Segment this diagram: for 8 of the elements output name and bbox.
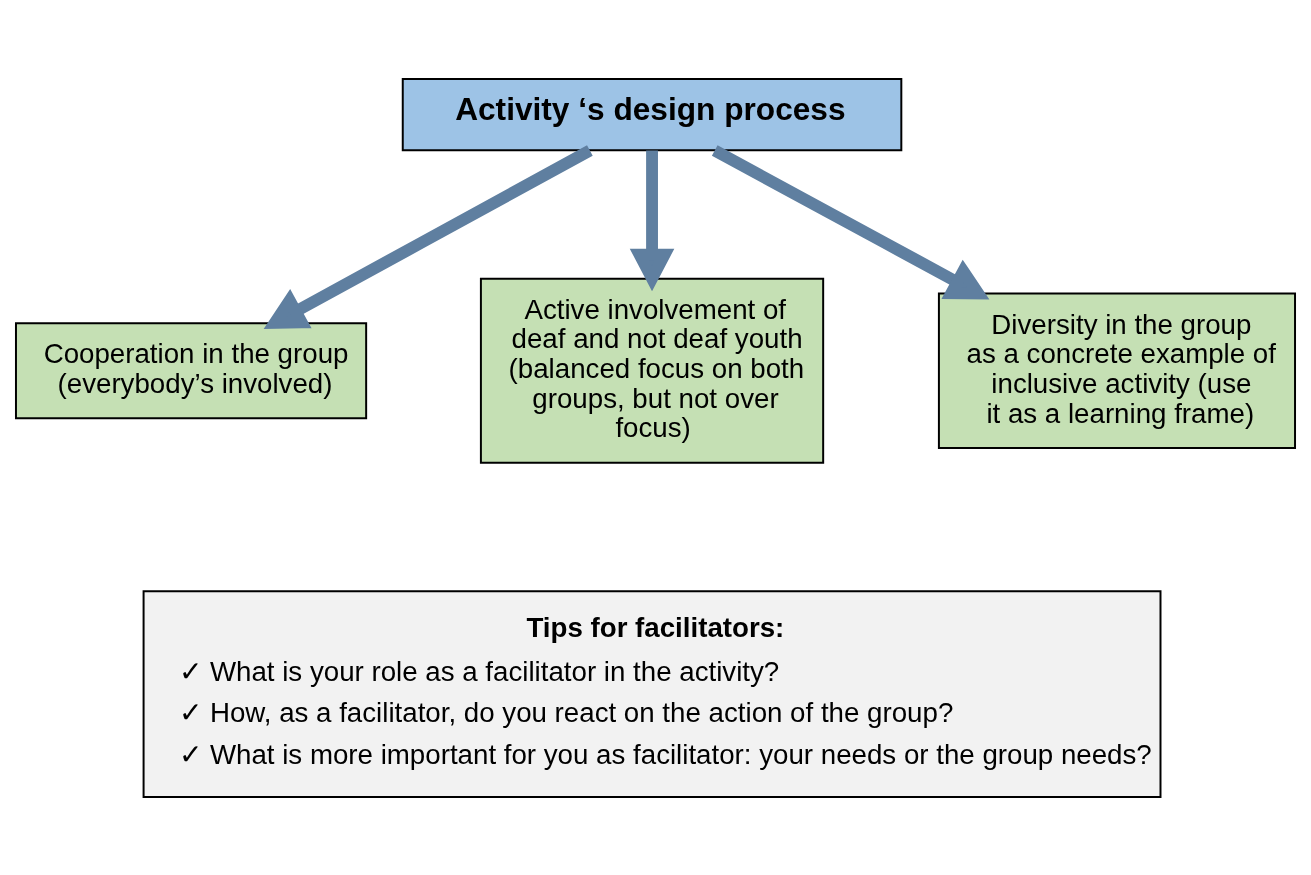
arrow bbox=[263, 144, 593, 329]
arrow bbox=[711, 144, 990, 300]
arrow bbox=[629, 150, 675, 291]
node-box: Tips for facilitators: ✓ What is your role as a facilitator in the activity? ✓ How, as a facilitator, do you react on the action of the group? ✓ What is more important for you as facilitator: your needs or the group needs? bbox=[142, 589, 1162, 798]
node-box: Cooperation in the group (everybody’s involved) bbox=[15, 321, 368, 419]
node-box: Active involvement of deaf and not deaf youth (balanced focus on both groups, but not over focus) bbox=[479, 277, 825, 464]
node-box: Activity ‘s design process bbox=[401, 77, 903, 151]
node-box: Diversity in the group as a concrete example of inclusive activity (use it as a learning frame) bbox=[937, 292, 1296, 449]
